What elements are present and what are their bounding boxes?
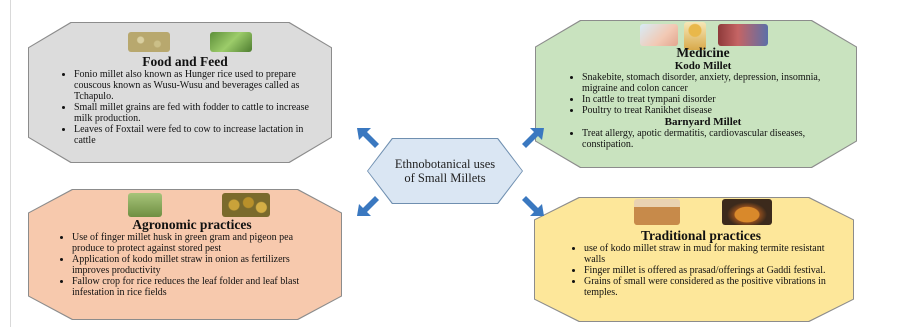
onion-photo — [222, 193, 270, 217]
traditional-practices-box — [534, 197, 854, 322]
food-and-feed-content: Food and Feed Fonio millet also known as… — [60, 54, 310, 147]
barnyard-millet-subtitle: Barnyard Millet — [664, 116, 742, 128]
millet-grains-photo — [128, 32, 170, 52]
medicine-content: Medicine Kodo Millet Snakebite, stomach … — [568, 45, 838, 151]
list-item: Application of kodo millet straw in onio… — [72, 254, 326, 276]
traditional-practices-title: Traditional practices — [640, 228, 762, 243]
agronomic-practices-list: Use of finger millet husk in green gram … — [58, 232, 326, 298]
list-item: use of kodo millet straw in mud for maki… — [584, 243, 832, 265]
list-item: Leaves of Foxtail were fed to cow to inc… — [74, 124, 310, 146]
millet-plant-photo — [210, 32, 252, 52]
list-item: In cattle to treat tympani disorder — [582, 94, 838, 105]
skin-condition-photo — [640, 24, 678, 46]
list-item: Snakebite, stomach disorder, anxiety, de… — [582, 72, 838, 94]
list-item: Use of finger millet husk in green gram … — [72, 232, 326, 254]
list-item: Finger millet is offered as prasad/offer… — [584, 265, 832, 276]
barnyard-millet-list: Treat allergy, apotic dermatitis, cardio… — [568, 128, 838, 150]
agronomic-practices-title: Agronomic practices — [132, 217, 252, 232]
list-item: Fonio millet also known as Hunger rice u… — [74, 69, 310, 102]
traditional-practices-list: use of kodo millet straw in mud for maki… — [570, 243, 832, 298]
kodo-millet-subtitle: Kodo Millet — [674, 60, 732, 72]
list-item: Small millet grains are fed with fodder … — [74, 102, 310, 124]
digestive-system-photo — [718, 24, 768, 46]
central-topic-label: Ethnobotanical uses of Small Millets — [394, 157, 496, 185]
agronomic-practices-content: Agronomic practices Use of finger millet… — [58, 217, 326, 299]
agronomic-practices-box — [28, 189, 342, 320]
temple-photo — [634, 199, 680, 225]
list-item: Grains of small were considered as the p… — [584, 276, 832, 298]
snake-icon — [684, 22, 706, 50]
kodo-millet-list: Snakebite, stomach disorder, anxiety, de… — [568, 72, 838, 116]
arrow-to-food-and-feed — [357, 128, 379, 148]
traditional-practices-content: Traditional practices use of kodo millet… — [570, 228, 832, 299]
arrow-to-traditional-practices — [522, 196, 544, 216]
field-crop-photo — [128, 193, 162, 217]
list-item: Fallow crop for rice reduces the leaf fo… — [72, 276, 326, 298]
central-hexagon: Ethnobotanical uses of Small Millets — [367, 138, 523, 204]
list-item: Poultry to treat Ranikhet disease — [582, 105, 838, 116]
food-and-feed-list: Fonio millet also known as Hunger rice u… — [60, 69, 310, 146]
millet-bowl-photo — [722, 199, 772, 225]
food-and-feed-box — [28, 22, 332, 163]
list-item: Treat allergy, apotic dermatitis, cardio… — [582, 128, 838, 150]
food-and-feed-title: Food and Feed — [142, 54, 228, 69]
arrow-to-medicine — [522, 128, 544, 148]
medicine-title: Medicine — [676, 45, 730, 60]
arrow-to-agronomic-practices — [357, 196, 379, 216]
left-frame-line — [10, 0, 11, 327]
